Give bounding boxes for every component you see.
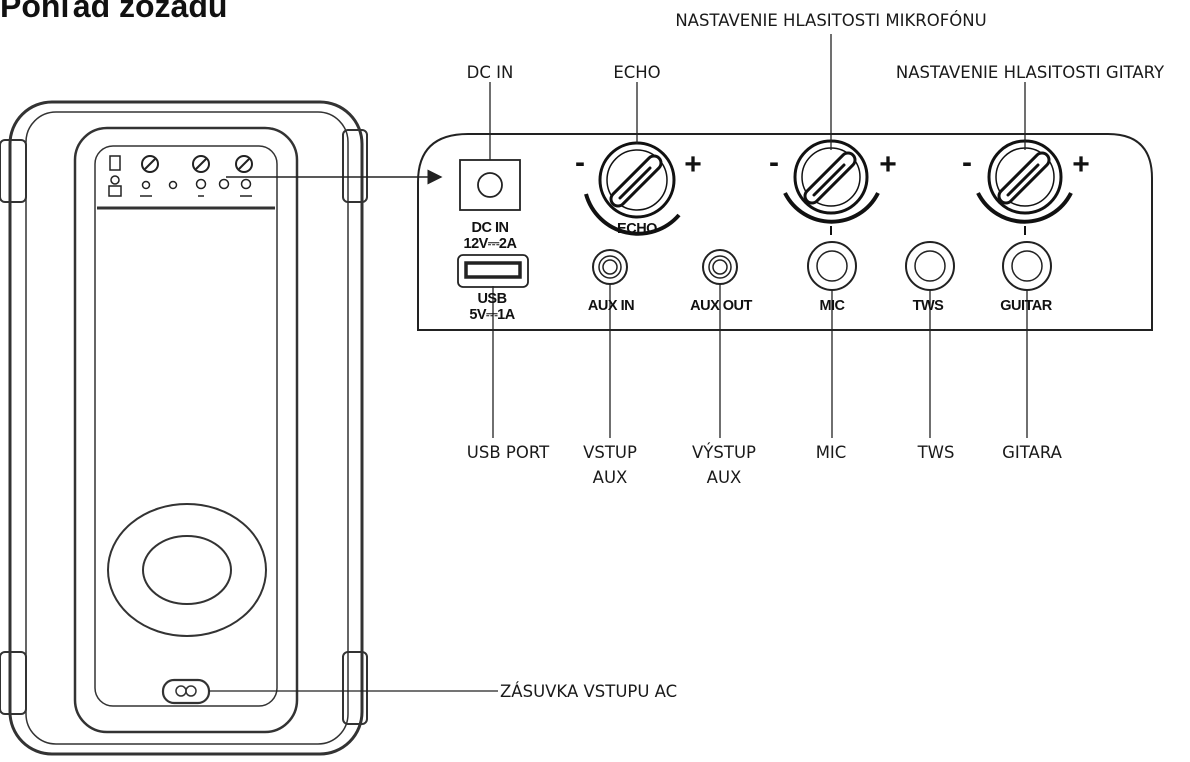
panel-mic-label: MIC bbox=[819, 298, 845, 314]
mic-minus-sign: - bbox=[769, 146, 779, 179]
side-grip bbox=[342, 129, 368, 203]
aux-out-jack bbox=[702, 249, 738, 285]
callout-aux-in-line1: VSTUP bbox=[583, 443, 637, 462]
speaker-body bbox=[0, 100, 368, 756]
mic-plus-sign: + bbox=[879, 148, 897, 181]
echo-plus-sign: + bbox=[684, 148, 702, 181]
callout-aux-out-line2: AUX bbox=[706, 468, 742, 487]
aux-in-jack bbox=[592, 249, 628, 285]
callout-guitar: GITARA bbox=[1002, 443, 1062, 462]
mic-volume-knob bbox=[783, 139, 880, 235]
control-panel bbox=[417, 133, 1153, 331]
callout-ac-socket: ZÁSUVKA VSTUPU AC bbox=[500, 682, 678, 701]
panel-dc-in-label: DC IN bbox=[471, 220, 509, 236]
leader-lines bbox=[209, 34, 1028, 692]
mini-control-strip bbox=[108, 155, 253, 197]
callout-aux-in-line2: AUX bbox=[592, 468, 628, 487]
guitar-minus-sign: - bbox=[962, 146, 972, 179]
callout-usb-port: USB PORT bbox=[466, 443, 550, 462]
callout-tws: TWS bbox=[917, 443, 955, 462]
callout-guitar-volume: NASTAVENIE HLASITOSTI GITARY bbox=[895, 63, 1165, 82]
guitar-jack bbox=[1002, 241, 1052, 291]
panel-usb-label: USB bbox=[477, 291, 507, 307]
page-title: Pohľad zozadu bbox=[0, 0, 228, 24]
echo-knob bbox=[584, 141, 681, 236]
guitar-plus-sign: + bbox=[1072, 148, 1090, 181]
tws-jack bbox=[905, 241, 955, 291]
callout-echo: ECHO bbox=[613, 63, 661, 82]
dc-in-jack bbox=[459, 159, 521, 211]
panel-guitar-label: GUITAR bbox=[1000, 298, 1052, 314]
mic-jack bbox=[807, 241, 857, 291]
callout-aux-out-line1: VÝSTUP bbox=[692, 443, 756, 462]
guitar-volume-knob bbox=[976, 139, 1073, 235]
side-grip bbox=[342, 651, 368, 725]
side-grip bbox=[0, 651, 27, 715]
panel-aux-in-label: AUX IN bbox=[587, 298, 635, 314]
echo-minus-sign: - bbox=[575, 146, 585, 179]
panel-dc-in-rating: 12V⎓2A bbox=[463, 236, 517, 252]
side-grip bbox=[0, 139, 27, 203]
panel-tws-label: TWS bbox=[912, 298, 944, 314]
callout-dc-in: DC IN bbox=[466, 63, 514, 82]
usb-port bbox=[457, 254, 529, 288]
panel-aux-out-label: AUX OUT bbox=[690, 298, 752, 314]
callout-mic-volume: NASTAVENIE HLASITOSTI MIKROFÓNU bbox=[675, 11, 987, 30]
panel-usb-rating: 5V⎓1A bbox=[469, 307, 515, 323]
panel-echo-label: ECHO bbox=[617, 221, 657, 237]
callout-mic: MIC bbox=[815, 443, 847, 462]
